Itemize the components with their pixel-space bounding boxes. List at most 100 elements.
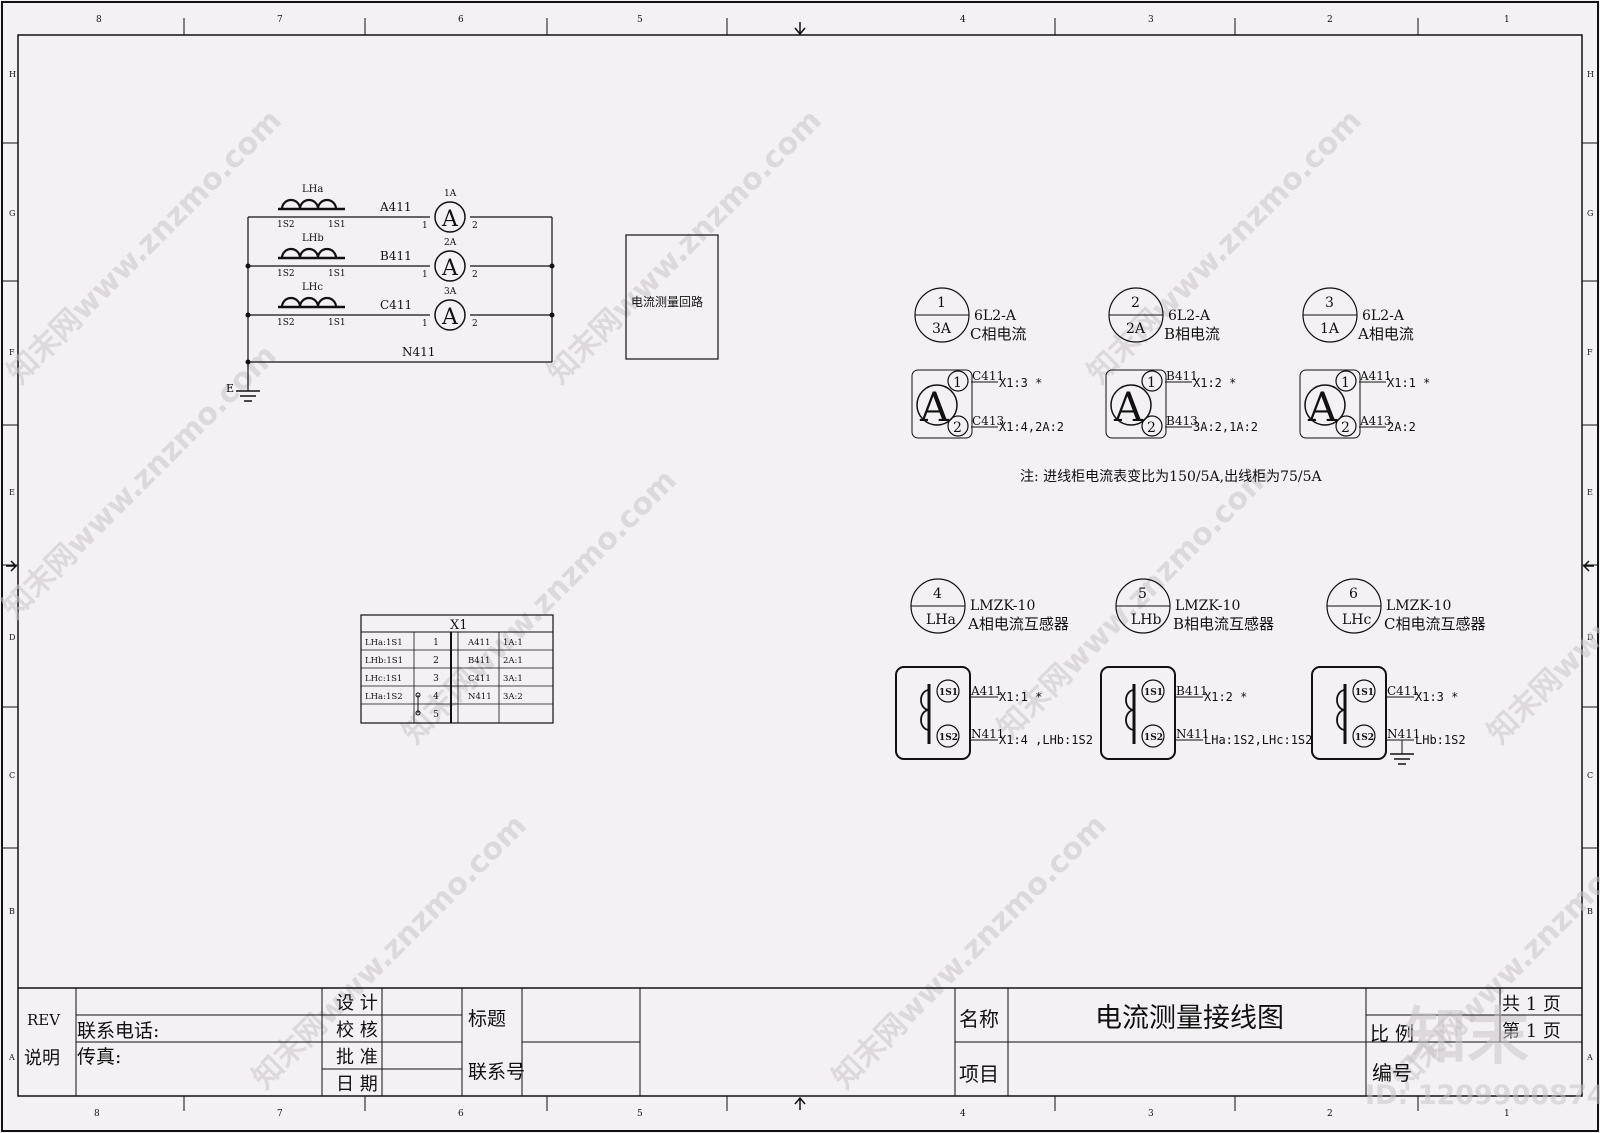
meter-detail-desc: B相电流: [1164, 325, 1220, 343]
ammeter-2a: A 2A 1 2: [422, 238, 478, 282]
ct-detail-num: 4: [933, 586, 942, 602]
watermark-text: 知末网www.znzmo.com: [541, 103, 829, 391]
meter-pin-2: 2: [1341, 420, 1350, 436]
ct-conn-1: X1:1 *: [999, 690, 1042, 704]
page-number: 第 1 页: [1502, 1021, 1561, 1042]
row-label-right-C: C: [1587, 771, 1593, 780]
watermark-text: 知末网www.znzmo.com: [826, 808, 1114, 1096]
terminal-cell: 3: [433, 674, 439, 684]
col-label-bottom-7: 7: [277, 1109, 283, 1119]
ct-detail-sub: LHb: [1131, 612, 1162, 628]
ammeter-pin-2: 2: [472, 221, 478, 231]
meter-detail-model: 6L2-A: [1168, 308, 1211, 324]
drawing-title: 电流测量接线图: [1095, 1003, 1284, 1034]
ct-detail-model: LMZK-10: [1386, 598, 1451, 614]
row-label-left-E: E: [9, 488, 15, 497]
watermark-text: 知末网www.znzmo.com: [1081, 103, 1369, 391]
terminal-block-title: X1: [450, 618, 468, 633]
ct-detail-num: 6: [1349, 586, 1358, 602]
ct-wire-1: A411: [970, 684, 1003, 698]
col-label-top-5: 5: [637, 15, 643, 25]
terminal-cell: 2A:1: [503, 656, 523, 666]
meter-pin-2: 2: [1147, 420, 1156, 436]
meter-detail-num: 3: [1325, 295, 1334, 311]
col-label-top-2: 2: [1327, 15, 1333, 25]
frame-grid-ticks: [2, 18, 1598, 1111]
ct-wire-1: C411: [1387, 684, 1419, 698]
wire-label-n411: N411: [402, 345, 435, 359]
terminal-cell: LHc:1S1: [365, 674, 402, 684]
col-label-bottom-4: 4: [960, 1109, 966, 1119]
ammeter-pin-1: 1: [422, 270, 428, 280]
watermark-text: 知末网www.znzmo.com: [0, 338, 284, 626]
row-label-left-D: D: [9, 633, 15, 642]
terminal-cell: 4: [433, 692, 439, 702]
ct-wire-1: B411: [1176, 684, 1208, 698]
ammeter-details: 1 3A 6L2-A C相电流 A 1 2 C411 X1:3 * C413 X…: [911, 287, 1430, 485]
phone-label: 联系电话:: [77, 1020, 159, 1042]
rev-label: REV: [27, 1011, 61, 1029]
col-label-bottom-6: 6: [458, 1109, 464, 1119]
wire-label-c411: C411: [380, 298, 412, 312]
meter-wire-2: B413: [1166, 414, 1198, 428]
watermark-text: 知末网www.znzmo.com: [1, 103, 289, 391]
design-label: 设 计: [336, 993, 378, 1014]
ct-details: 4 LHa LMZK-10 A相电流互感器 1S1 1S2 A411 X1:1 …: [895, 578, 1485, 765]
meter-detail-desc: C相电流: [970, 325, 1026, 343]
meter-wire-1: C411: [972, 369, 1004, 383]
scale-label: 比 例: [1370, 1023, 1414, 1045]
drawing-number-label: 编号: [1372, 1061, 1412, 1085]
terminal-cell: 1A:1: [503, 638, 523, 648]
ct-coil-c: [278, 296, 345, 309]
ammeter-label-2a: 2A: [444, 238, 457, 248]
ct-label-a: LHa: [302, 184, 323, 195]
terminal-cell: 5: [433, 710, 439, 720]
meter-wire-2: A413: [1359, 414, 1392, 428]
row-label-left-A: A: [8, 1053, 15, 1062]
meter-wire-1: A411: [1359, 369, 1392, 383]
ammeter-pin-1: 1: [422, 319, 428, 329]
terminal-cell: N411: [468, 692, 492, 702]
ratio-note: 注: 进线柜电流表变比为150/5A,出线柜为75/5A: [1020, 469, 1323, 485]
meter-detail-1: 1 3A 6L2-A C相电流 A 1 2 C411 X1:3 * C413 X…: [911, 287, 1064, 439]
ammeter-pin-2: 2: [472, 319, 478, 329]
meter-detail-symbol: A: [1113, 385, 1144, 431]
ct-wire-2: N411: [971, 727, 1004, 741]
meter-detail-3: 3 1A 6L2-A A相电流 A 1 2 A411 X1:1 * A413 2…: [1299, 287, 1430, 439]
col-label-top-1: 1: [1504, 15, 1510, 25]
circuit-name-label: 电流测量回路: [631, 294, 703, 309]
ammeter-pin-1: 1: [422, 221, 428, 231]
col-label-bottom-8: 8: [94, 1109, 100, 1119]
project-label: 项目: [959, 1062, 999, 1086]
row-label-left-C: C: [9, 771, 15, 780]
ct-label-c: LHc: [302, 282, 323, 293]
ct-detail-sub: LHa: [926, 612, 956, 628]
wire-label-a411: A411: [379, 200, 412, 214]
meter-pin-2: 2: [953, 420, 962, 436]
watermark-id: ID: 1209900874: [1365, 1080, 1600, 1111]
watermark-text: 知末网www.znzmo.com: [396, 463, 684, 751]
ct-conn-1: X1:2 *: [1204, 690, 1247, 704]
col-label-top-8: 8: [96, 15, 102, 25]
meter-pin-1: 1: [1341, 375, 1350, 391]
ct-detail-4: 4 LHa LMZK-10 A相电流互感器 1S1 1S2 A411 X1:1 …: [895, 578, 1093, 760]
ground-icon: [1390, 740, 1414, 765]
row-label-right-D: D: [1587, 633, 1593, 642]
ct-detail-model: LMZK-10: [970, 598, 1035, 614]
ammeter-pin-2: 2: [472, 270, 478, 280]
row-label-right-G: G: [1587, 209, 1593, 218]
row-label-left-H: H: [9, 70, 16, 79]
ammeter-symbol: A: [441, 256, 459, 281]
col-label-bottom-5: 5: [637, 1109, 643, 1119]
meter-detail-desc: A相电流: [1357, 325, 1414, 343]
col-label-bottom-1: 1: [1504, 1109, 1510, 1119]
title-label: 标题: [468, 1008, 506, 1030]
ct-conn-2: X1:4 ,LHb:1S2: [999, 733, 1093, 747]
ct-pin-1s2: 1S2: [1144, 733, 1163, 743]
meter-detail-symbol: A: [919, 385, 950, 431]
fax-label: 传真:: [77, 1046, 121, 1068]
ct-detail-model: LMZK-10: [1175, 598, 1240, 614]
